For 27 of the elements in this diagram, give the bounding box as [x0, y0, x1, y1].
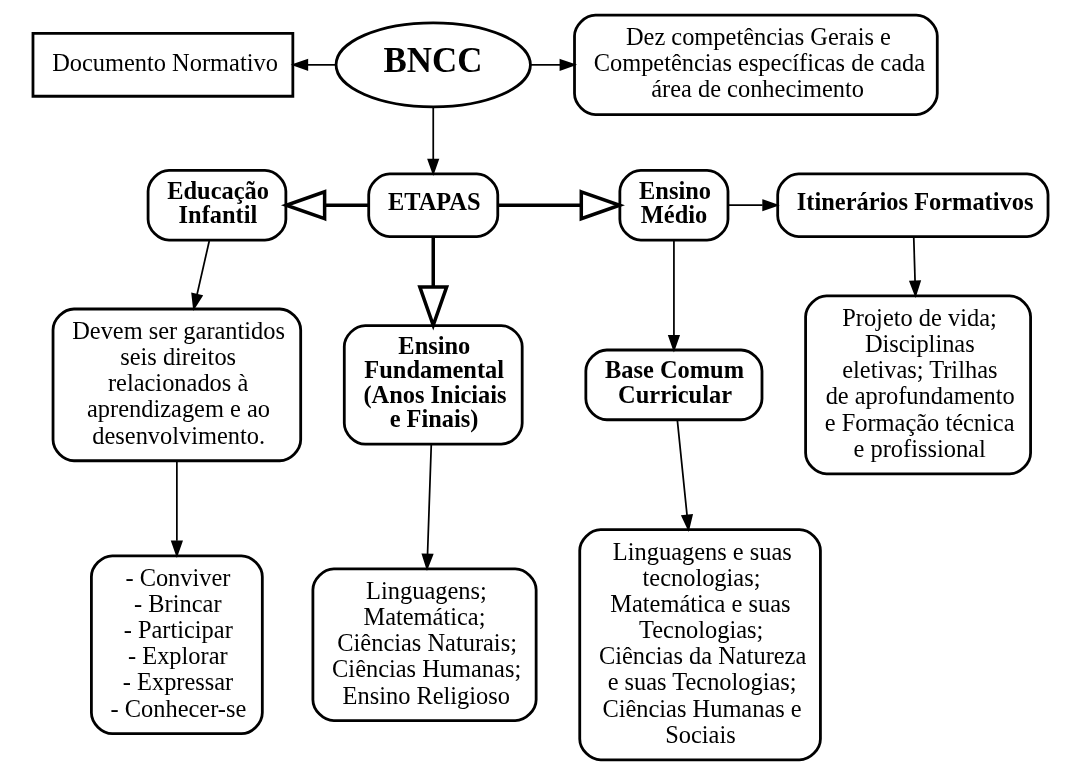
node-box: Projeto de vida; Disciplinas eletivas; Trilhas de aprofundamento e Formação técnica e profissional	[804, 294, 1032, 476]
arrow	[427, 106, 440, 177]
arrow	[498, 189, 625, 222]
node-box: Dez competências Gerais e Competências específicas de cada área de conhecimento	[573, 13, 939, 116]
node-ellipse: BNCC	[334, 21, 532, 109]
arrow	[290, 58, 337, 71]
arrow	[676, 419, 694, 532]
node-box: Linguagens e suas tecnologias; Matemática e suas Tecnologias; Ciências da Natureza e suas Tecnologias; Ciências Humanas e Sociais	[578, 528, 822, 762]
node-box: ETAPAS	[367, 172, 500, 239]
node-box: Educação Infantil	[146, 168, 288, 242]
arrow	[170, 459, 183, 559]
node-box: Devem ser garantidos seis direitos relacionados à aprendizagem e ao desenvolvimento.	[51, 307, 303, 463]
arrow	[421, 443, 434, 572]
arrow	[280, 189, 369, 222]
node-box: Documento Normativo	[31, 32, 295, 98]
arrow	[191, 240, 211, 311]
node-box: Base Comum Curricular	[584, 348, 764, 422]
node-box: Ensino Médio	[618, 168, 730, 242]
node-box: Itinerários Formativos	[776, 172, 1050, 239]
arrow	[667, 240, 681, 353]
node-box: - Conviver - Brincar - Participar - Explorar - Expressar - Conhecer-se	[90, 554, 264, 736]
arrow	[727, 199, 780, 212]
arrow	[417, 236, 450, 331]
arrow	[530, 58, 578, 71]
node-box: Ensino Fundamental (Anos Iniciais e Finais)	[342, 324, 524, 446]
node-box: Linguagens; Matemática; Ciências Naturais; Ciências Humanas; Ensino Religioso	[311, 567, 538, 722]
arrow	[908, 236, 922, 298]
